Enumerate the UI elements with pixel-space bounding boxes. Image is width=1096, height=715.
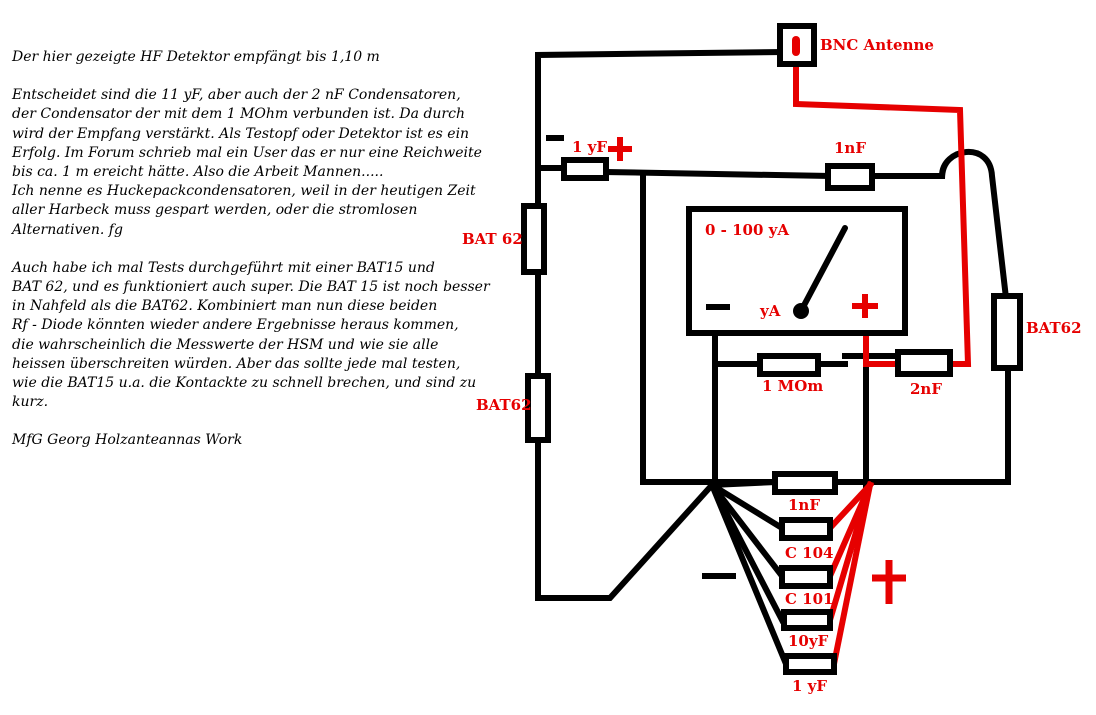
label-cap-10yf: 10yF: [788, 632, 829, 650]
signature: MfG Georg Holzanteannas Work: [12, 432, 243, 449]
capacitor-c101: [779, 565, 833, 589]
capacitor-1yf-top: [561, 157, 609, 181]
label-meter-range: 0 - 100 yA: [705, 221, 789, 239]
plus-sign-top: [608, 137, 632, 161]
description-text: Der hier gezeigte HF Detektor empfängt b…: [12, 48, 512, 451]
capacitor-1nf-top: [825, 163, 875, 191]
label-bat62-right: BAT62: [1026, 319, 1082, 337]
black-wires: [535, 48, 1011, 668]
label-cap-2nf: 2nF: [910, 380, 942, 398]
capacitor-10yf: [781, 609, 833, 631]
capacitor-1yf-bottom: [783, 653, 837, 675]
capacitor-2nf: [895, 349, 953, 377]
resistor-1mohm: [757, 353, 821, 377]
meter-needle: [798, 225, 848, 314]
label-cap-1nf-top: 1nF: [834, 139, 866, 157]
red-wires: [793, 57, 972, 668]
label-bnc: BNC Antenne: [820, 36, 934, 54]
label-cap-1nf-bottom: 1nF: [788, 496, 820, 514]
heading-line: Der hier gezeigte HF Detektor empfängt b…: [12, 49, 380, 65]
capacitor-c104: [779, 517, 833, 541]
label-resistor: 1 MOm: [762, 377, 823, 395]
plus-sign-bottom: [872, 560, 906, 604]
label-bat62-left-bottom: BAT62: [476, 396, 532, 414]
paragraph-2: Auch habe ich mal Tests durchgeführt mit…: [12, 259, 490, 411]
components: [521, 23, 1023, 675]
diode-bat62-right: [991, 293, 1023, 371]
label-meter-unit: yA: [759, 302, 781, 320]
label-cap-c104: C 104: [785, 544, 833, 562]
capacitor-1nf-bottom: [772, 471, 838, 495]
label-cap-1yf-bottom: 1 yF: [792, 677, 827, 695]
diode-bat62-left-top: [521, 203, 547, 275]
paragraph-1: Entscheidet sind die 11 yF, aber auch de…: [12, 87, 482, 238]
bnc-pin: [792, 36, 800, 56]
label-bat62-left-top: BAT 62: [462, 230, 523, 248]
meter-pivot: [793, 303, 809, 319]
meter-plus-sign: [852, 294, 878, 318]
label-cap-1yf-top: 1 yF: [572, 138, 607, 156]
label-cap-c101: C 101: [785, 590, 833, 608]
diode-bat62-left-bottom: [525, 373, 551, 443]
